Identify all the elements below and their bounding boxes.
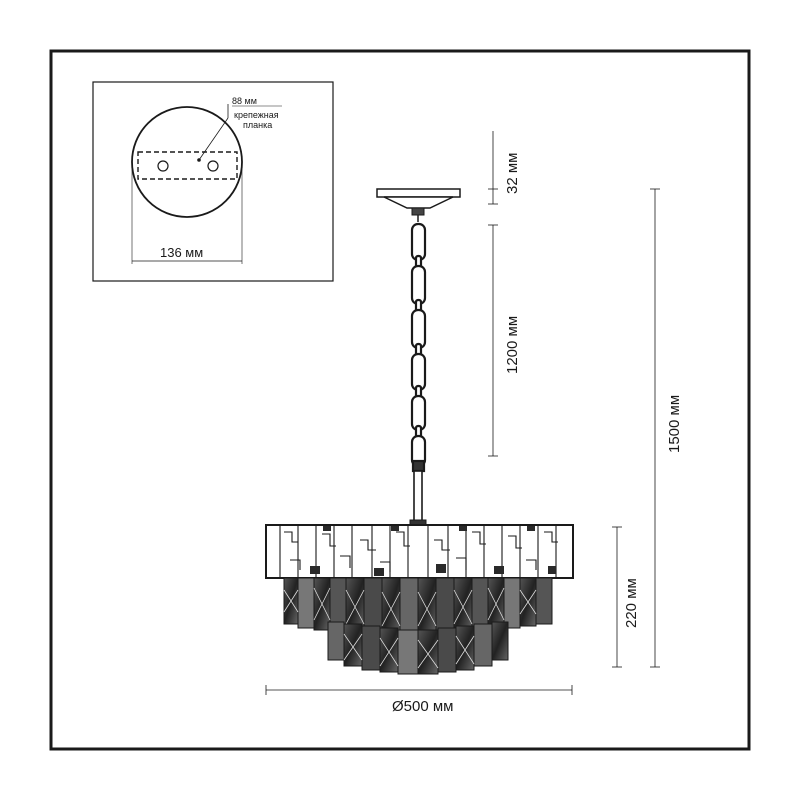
dimension-diameter: Ø500 мм: [265, 685, 573, 715]
body-height-label: 220 мм: [623, 578, 640, 628]
canopy-diameter-label: 136 мм: [160, 245, 203, 260]
canopy-circle: [131, 106, 243, 218]
canopy-height-label: 32 мм: [504, 153, 521, 194]
bracket-label-line1: крепежная: [234, 110, 279, 120]
chain-length-label: 1200 мм: [504, 316, 521, 374]
bracket-hole-right: [207, 160, 219, 172]
dimension-total-height: 1500 мм: [650, 188, 683, 668]
mount-detail-box: 88 мм крепежная планка 136 мм: [92, 81, 334, 282]
chandelier-top-tier: [265, 524, 574, 579]
diameter-label: Ø500 мм: [392, 698, 454, 715]
total-height-label: 1500 мм: [666, 395, 683, 453]
dimension-chain-length: 1200 мм: [488, 224, 521, 457]
ceiling-canopy: [376, 188, 461, 222]
chandelier-middle-tier: [283, 577, 553, 637]
bracket-hole-left: [157, 160, 169, 172]
central-rod: [409, 470, 427, 527]
dimension-canopy-height: 32 мм: [488, 131, 521, 205]
plate-size-label: 88 мм: [232, 96, 257, 106]
bracket-label-line2: планка: [243, 120, 272, 130]
mounting-bracket: [137, 151, 238, 180]
suspension-chain: [410, 222, 427, 473]
chandelier-bottom-tier: [327, 621, 509, 675]
dimension-body-height: 220 мм: [612, 526, 640, 668]
outer-frame: [49, 49, 751, 751]
